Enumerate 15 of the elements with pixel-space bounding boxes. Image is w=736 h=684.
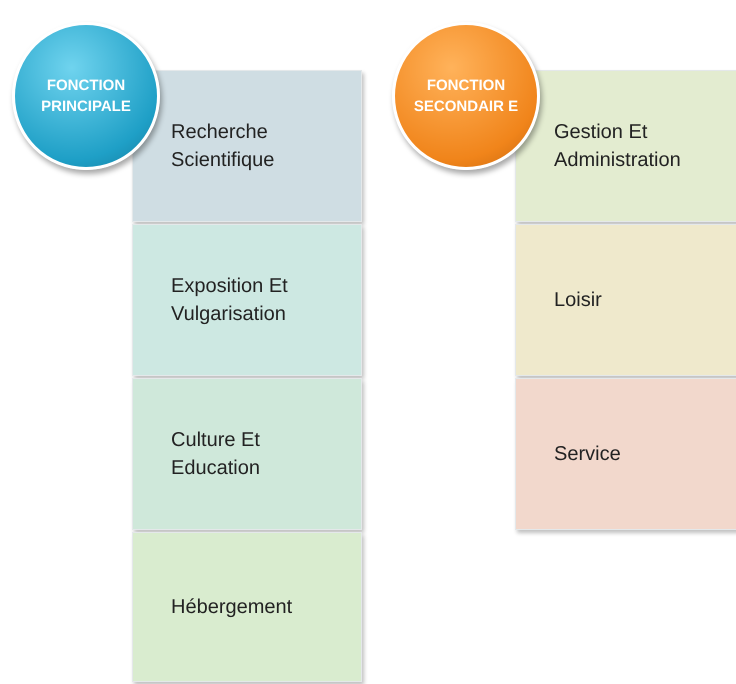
function-box	[132, 70, 362, 222]
function-label: Loisir	[554, 288, 602, 313]
function-box	[515, 378, 736, 530]
function-label: Exposition Et Vulgarisation	[171, 274, 289, 327]
function-label: Gestion Et Administration	[554, 120, 682, 173]
function-label: Service	[554, 442, 621, 467]
function-label: Culture Et Education	[171, 428, 261, 481]
function-label: Recherche Scientifique	[171, 120, 276, 173]
function-box	[132, 532, 362, 682]
circle-heading: FONCTION PRINCIPALE	[40, 76, 132, 117]
function-box	[515, 224, 736, 376]
function-label: Hébergement	[171, 595, 292, 620]
function-box	[132, 378, 362, 530]
circle-heading: FONCTION SECONDAIR E	[412, 76, 520, 117]
function-box	[132, 224, 362, 376]
